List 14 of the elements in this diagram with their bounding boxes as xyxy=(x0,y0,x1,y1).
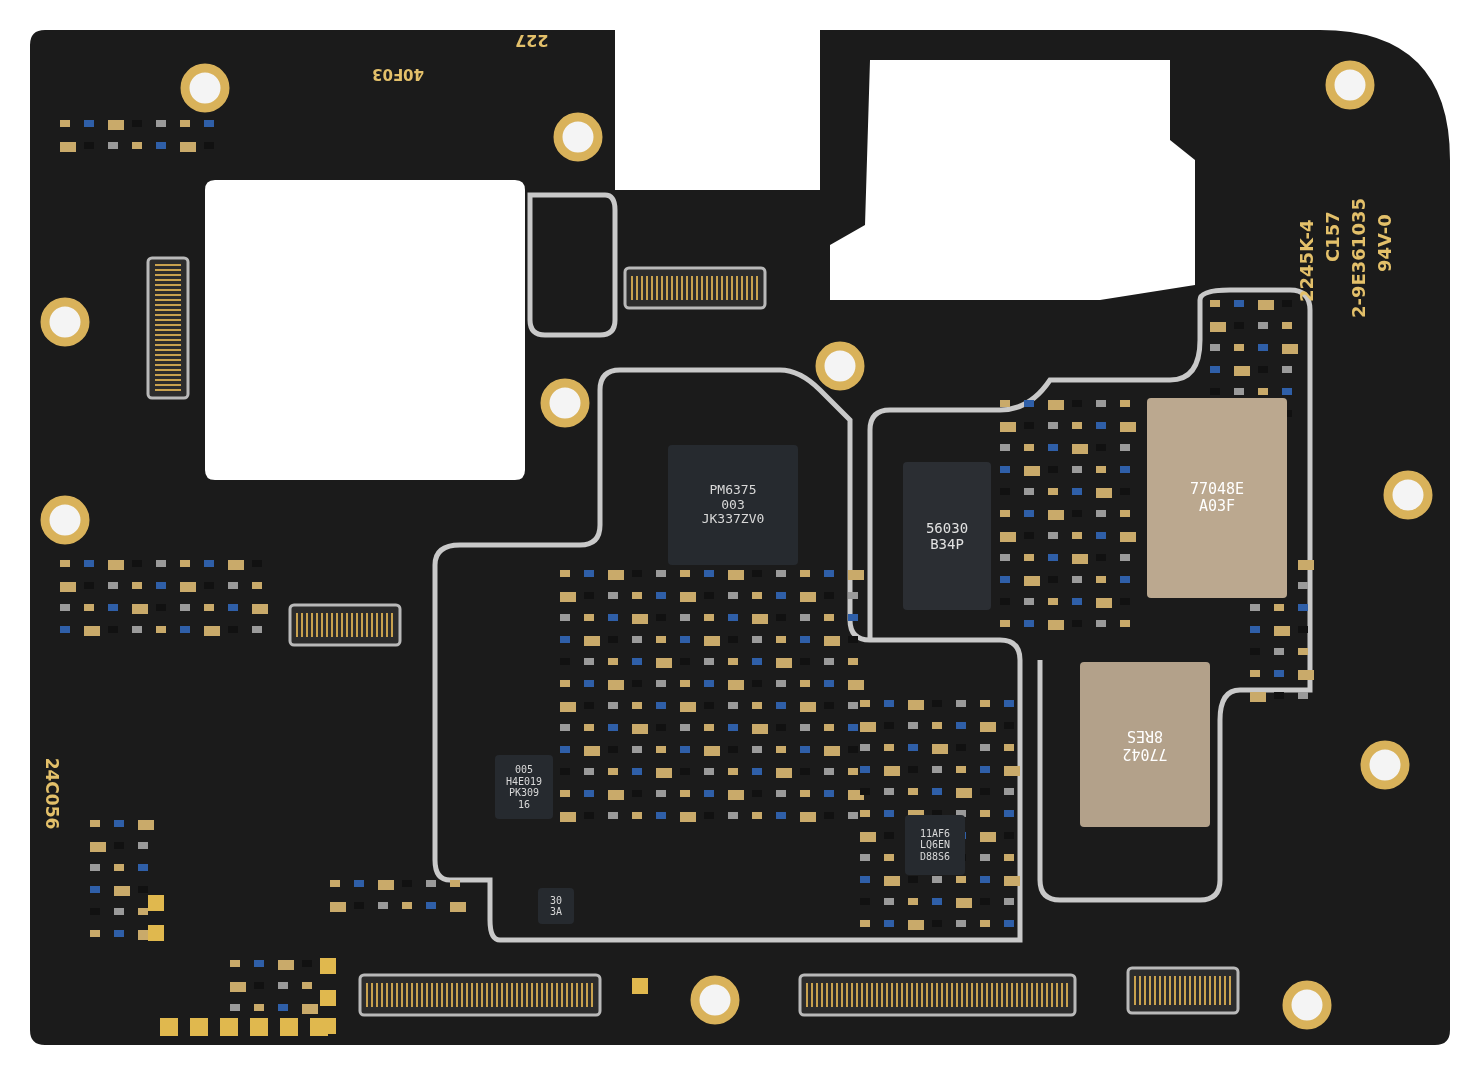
ic-chip: 77048E A03F xyxy=(1147,398,1287,598)
ic-chip: PM6375 003 JK337ZV0 xyxy=(668,445,798,565)
ic-chip: 56030 B34P xyxy=(903,462,991,610)
ic-chip: 11AF6 LQ6EN D88S6 xyxy=(905,815,965,875)
ic-chip: 005 H4E019 PK309 16 xyxy=(495,755,553,819)
silkscreen-marking: 24C056 xyxy=(43,757,61,830)
silkscreen-marking: C157 xyxy=(1324,211,1342,262)
silkscreen-marking: 94V-0 xyxy=(1376,214,1394,272)
silkscreen-marking: 227 xyxy=(515,32,549,48)
ic-chip: 77042 8RES xyxy=(1080,662,1210,827)
silkscreen-marking: 2245K-4 xyxy=(1298,219,1316,302)
silkscreen-marking: 2-9E361035 xyxy=(1350,198,1368,318)
ic-chip: 30 3A xyxy=(538,888,574,924)
silkscreen-marking: 40F03 xyxy=(372,66,424,81)
